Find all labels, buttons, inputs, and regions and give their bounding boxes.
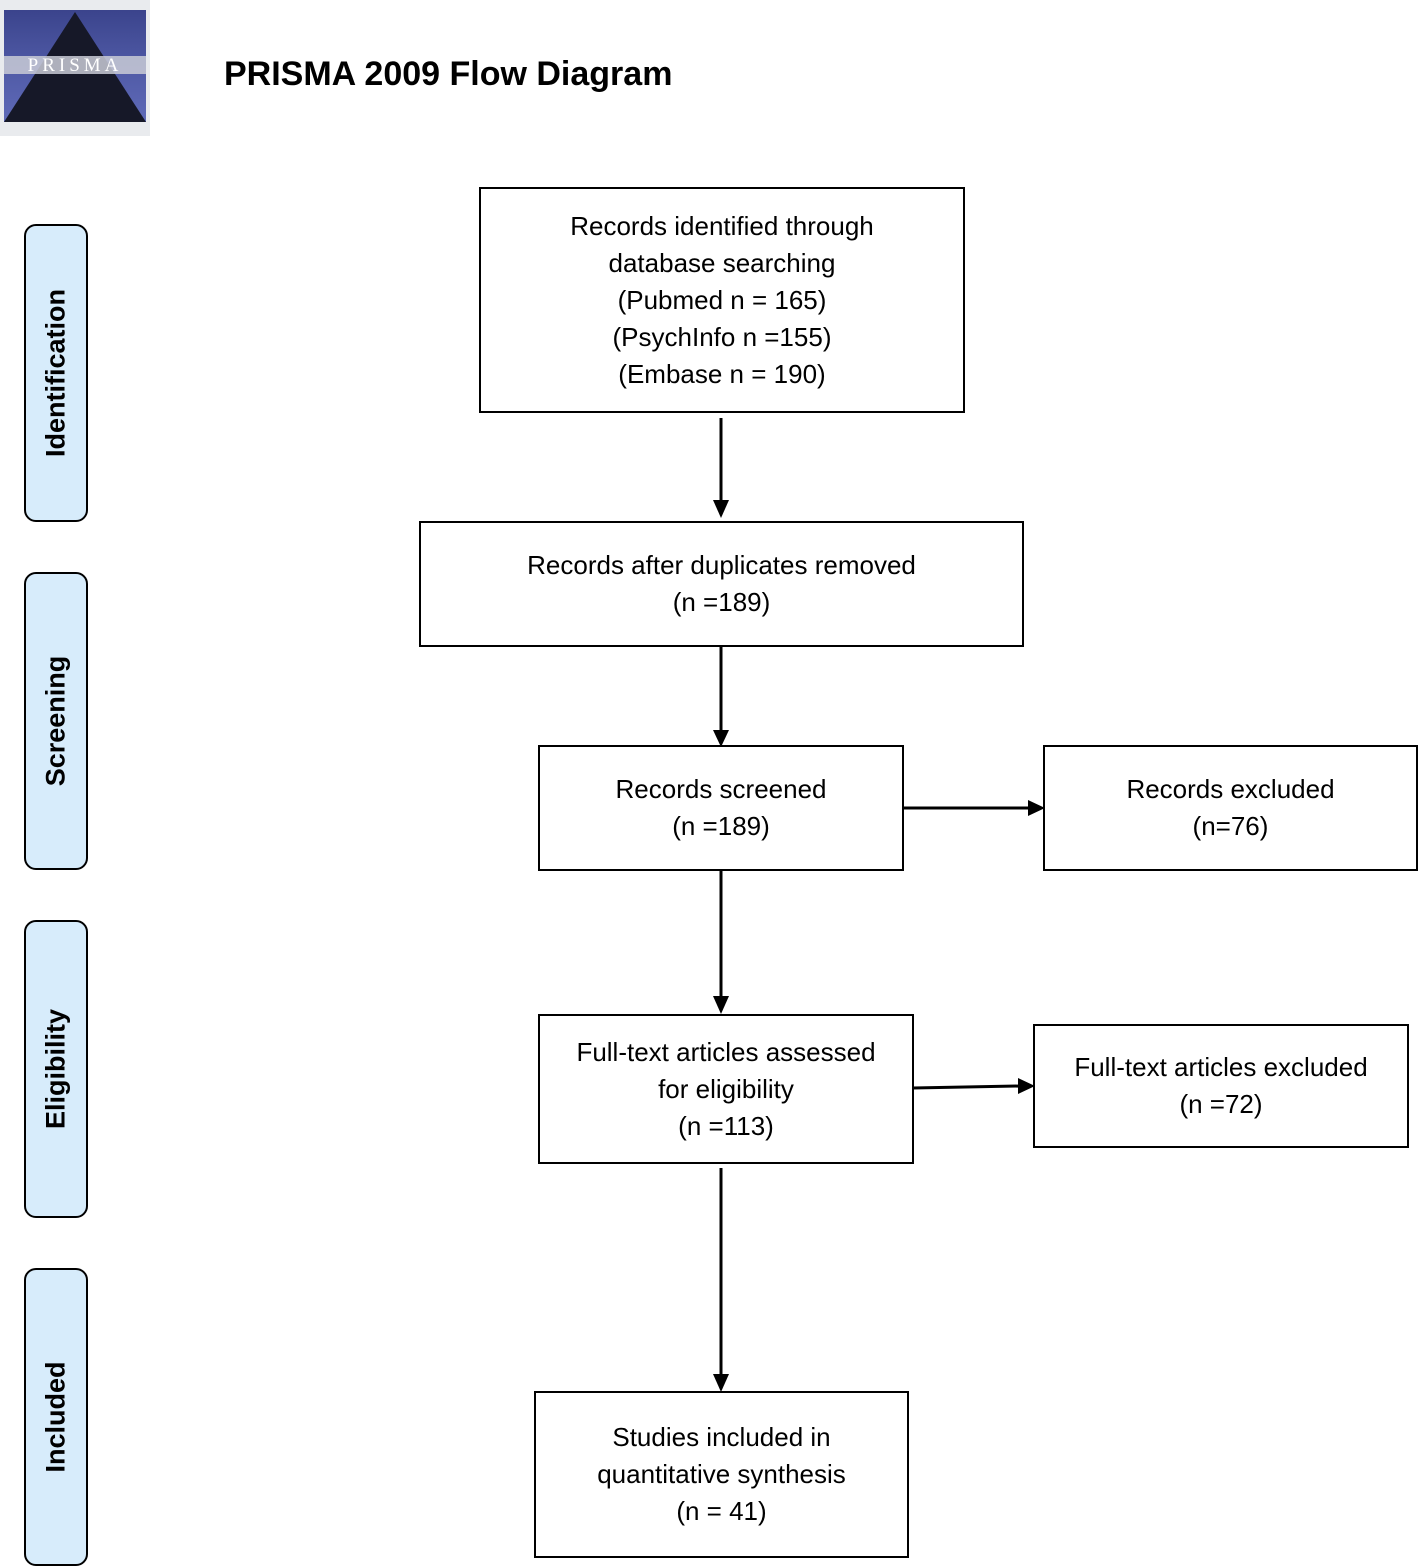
records-identified-line1: Records identified through xyxy=(570,210,874,241)
included-line1: Studies included in xyxy=(612,1422,831,1452)
records-identified-line2: database searching xyxy=(608,247,836,278)
psychinfo-count: (PsychInfo n =155) xyxy=(612,321,832,352)
stage-included: Included xyxy=(24,1268,88,1566)
screened-count: (n =189) xyxy=(672,811,770,841)
arrowhead-right-2 xyxy=(1018,1078,1035,1094)
records-identified-box: Records identified through database sear… xyxy=(479,187,965,413)
records-after-duplicates-box: Records after duplicates removed (n =189… xyxy=(419,521,1024,647)
stage-screening: Screening xyxy=(24,572,88,870)
page-title: PRISMA 2009 Flow Diagram xyxy=(224,55,673,93)
prisma-logo: PRISMA xyxy=(0,0,150,136)
screened-label: Records screened xyxy=(615,774,827,804)
studies-included-box: Studies included in quantitative synthes… xyxy=(534,1391,909,1558)
stage-eligibility: Eligibility xyxy=(24,920,88,1218)
fulltext-assessed-box: Full-text articles assessed for eligibil… xyxy=(538,1014,914,1164)
stage-identification: Identification xyxy=(24,224,88,522)
arrowhead-down-4 xyxy=(713,1374,729,1392)
embase-count: (Embase n = 190) xyxy=(618,358,826,389)
pubmed-count: (Pubmed n = 165) xyxy=(617,284,827,315)
arrowhead-down-1 xyxy=(713,500,729,518)
arrow-assessed-to-fulltext-excluded xyxy=(912,1084,1021,1090)
records-screened-box: Records screened (n =189) xyxy=(538,745,904,871)
after-duplicates-label: Records after duplicates removed xyxy=(527,550,916,580)
svg-text:PRISMA: PRISMA xyxy=(28,55,123,76)
included-line2: quantitative synthesis xyxy=(597,1459,846,1489)
arrowhead-right-1 xyxy=(1028,800,1045,816)
assessed-count: (n =113) xyxy=(678,1110,774,1141)
assessed-line2: for eligibility xyxy=(658,1073,794,1104)
excluded-label: Records excluded xyxy=(1126,774,1335,804)
fulltext-excluded-box: Full-text articles excluded (n =72) xyxy=(1033,1024,1409,1148)
fulltext-excluded-count: (n =72) xyxy=(1179,1089,1263,1119)
assessed-line1: Full-text articles assessed xyxy=(576,1036,876,1067)
included-count: (n = 41) xyxy=(676,1496,767,1526)
fulltext-excluded-label: Full-text articles excluded xyxy=(1074,1052,1368,1082)
arrowhead-down-2 xyxy=(713,730,729,747)
arrowhead-down-3 xyxy=(713,996,729,1014)
after-duplicates-count: (n =189) xyxy=(672,587,771,617)
records-excluded-box: Records excluded (n=76) xyxy=(1043,745,1418,871)
excluded-count: (n=76) xyxy=(1192,811,1269,841)
